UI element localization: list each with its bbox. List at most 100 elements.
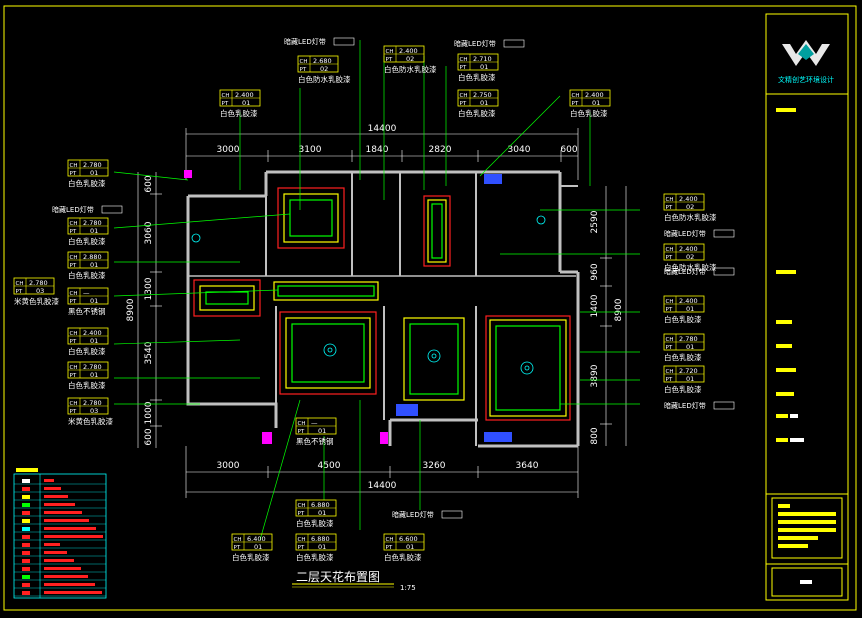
tag-pt-value: 01 bbox=[480, 63, 488, 71]
dimension-left-total: 8900 bbox=[126, 298, 136, 321]
tag-pt-value: 01 bbox=[406, 543, 414, 551]
tag-pt-label: PT bbox=[70, 409, 77, 415]
tag-pt-value: 01 bbox=[90, 297, 98, 305]
tag-ch-label: CH bbox=[70, 365, 78, 371]
tag-material-note: 白色乳胶漆 bbox=[68, 380, 106, 390]
magenta-columns bbox=[184, 170, 388, 444]
tag-ch-label: CH bbox=[222, 93, 230, 99]
tag-ch-value: 2.880 bbox=[83, 253, 102, 261]
legend-symbol-icon bbox=[22, 487, 30, 491]
tag-ch-label: CH bbox=[298, 537, 306, 543]
tag-ch-label: CH bbox=[460, 57, 468, 63]
led-labels: 暗藏LED灯带暗藏LED灯带暗藏LED灯带暗藏LED灯带暗藏LED灯带暗藏LED… bbox=[52, 37, 735, 519]
led-strip-label: 暗藏LED灯带 bbox=[664, 267, 735, 276]
tag-ch-value: 2.400 bbox=[679, 245, 698, 253]
tag-pt-label: PT bbox=[666, 377, 673, 383]
led-strip-text: 暗藏LED灯带 bbox=[52, 205, 94, 214]
dimension-left-6: 600 bbox=[144, 428, 154, 445]
tag-ch-label: CH bbox=[70, 163, 78, 169]
tag-material-note: 白色乳胶漆 bbox=[664, 352, 702, 362]
legend-symbol-icon bbox=[22, 575, 30, 579]
led-strip-text: 暗藏LED灯带 bbox=[454, 39, 496, 48]
legend-description bbox=[44, 487, 61, 490]
legend-symbol-icon bbox=[22, 511, 30, 515]
tag-ch-value: 2.780 bbox=[83, 219, 102, 227]
dimension-bottom-1: 3000 bbox=[217, 461, 240, 471]
led-strip-text: 暗藏LED灯带 bbox=[664, 267, 706, 276]
tag-ch-label: CH bbox=[572, 93, 580, 99]
tag-material-note: 白色防水乳胶漆 bbox=[384, 64, 437, 74]
tag-ch-value: 2.400 bbox=[399, 47, 418, 55]
tag-pt-label: PT bbox=[666, 307, 673, 313]
tag-ch-value: 2.780 bbox=[83, 399, 102, 407]
legend-description bbox=[44, 567, 81, 570]
legend-symbol-icon bbox=[22, 583, 30, 587]
drawing-scale: 1:75 bbox=[400, 584, 416, 592]
dimension-top-6: 600 bbox=[560, 145, 577, 155]
tag-material-note: 白色防水乳胶漆 bbox=[298, 74, 351, 84]
tag-material-note: 白色乳胶漆 bbox=[458, 108, 496, 118]
blue-markers bbox=[396, 174, 512, 442]
tag-pt-value: 02 bbox=[686, 203, 694, 211]
ceiling-medallion-icons bbox=[191, 215, 546, 375]
drawing-title: 二层天花布置图 bbox=[296, 569, 380, 584]
tag-pt-value: 01 bbox=[90, 371, 98, 379]
legend-description bbox=[44, 479, 54, 482]
tag-pt-label: PT bbox=[572, 101, 579, 107]
tag-material-note: 白色防水乳胶漆 bbox=[664, 212, 717, 222]
tag-ch-label: CH bbox=[298, 421, 306, 427]
tag-ch-label: CH bbox=[70, 255, 78, 261]
tag-pt-value: 02 bbox=[406, 55, 414, 63]
legend-description bbox=[44, 519, 89, 522]
tag-ch-value: 2.780 bbox=[679, 335, 698, 343]
tag-pt-label: PT bbox=[666, 345, 673, 351]
tag-ch-value: 2.400 bbox=[679, 297, 698, 305]
material-tags: CHPT2.68002白色防水乳胶漆CHPT2.40002白色防水乳胶漆CHPT… bbox=[13, 45, 717, 562]
tag-ch-value: 6.880 bbox=[311, 535, 330, 543]
tag-ch-label: CH bbox=[70, 401, 78, 407]
tag-pt-value: 01 bbox=[686, 305, 694, 313]
tag-ch-value: 2.680 bbox=[313, 57, 332, 65]
dimension-top-4: 2820 bbox=[429, 145, 452, 155]
tag-ch-value: 2.400 bbox=[83, 329, 102, 337]
legend-description bbox=[44, 527, 96, 530]
tag-pt-value: 01 bbox=[90, 169, 98, 177]
dimension-right-labels: 2590 960 1400 3890 800 8900 bbox=[590, 210, 624, 444]
dimension-left-labels: 600 3060 1300 3540 1000 600 8900 bbox=[126, 175, 154, 445]
tag-material-note: 白色乳胶漆 bbox=[664, 314, 702, 324]
tag-material-note: 白色乳胶漆 bbox=[68, 270, 106, 280]
tag-ch-label: CH bbox=[70, 331, 78, 337]
leader-lines bbox=[113, 40, 640, 541]
dimension-right-4: 3890 bbox=[590, 364, 600, 387]
tag-pt-value: 01 bbox=[318, 427, 326, 435]
tag-material-note: 白色乳胶漆 bbox=[296, 552, 334, 562]
tag-ch-value: 2.780 bbox=[83, 161, 102, 169]
tag-ch-label: CH bbox=[666, 337, 674, 343]
led-strip-text: 暗藏LED灯带 bbox=[664, 229, 706, 238]
tag-ch-label: CH bbox=[666, 247, 674, 253]
dimension-top-5: 3040 bbox=[508, 145, 531, 155]
legend-symbol-icon bbox=[22, 495, 30, 499]
tag-ch-value: 2.400 bbox=[235, 91, 254, 99]
interior-partitions bbox=[265, 172, 578, 446]
legend-description bbox=[44, 559, 74, 562]
legend-symbol-icon bbox=[22, 559, 30, 563]
company-logo-icon bbox=[782, 40, 830, 66]
dimension-left-1: 600 bbox=[144, 175, 154, 192]
legend-description bbox=[44, 495, 68, 498]
led-strip-text: 暗藏LED灯带 bbox=[392, 510, 434, 519]
tag-pt-value: 01 bbox=[592, 99, 600, 107]
tag-pt-value: 01 bbox=[254, 543, 262, 551]
tag-ch-label: CH bbox=[666, 197, 674, 203]
tag-pt-value: 03 bbox=[36, 287, 44, 295]
tag-pt-label: PT bbox=[70, 373, 77, 379]
